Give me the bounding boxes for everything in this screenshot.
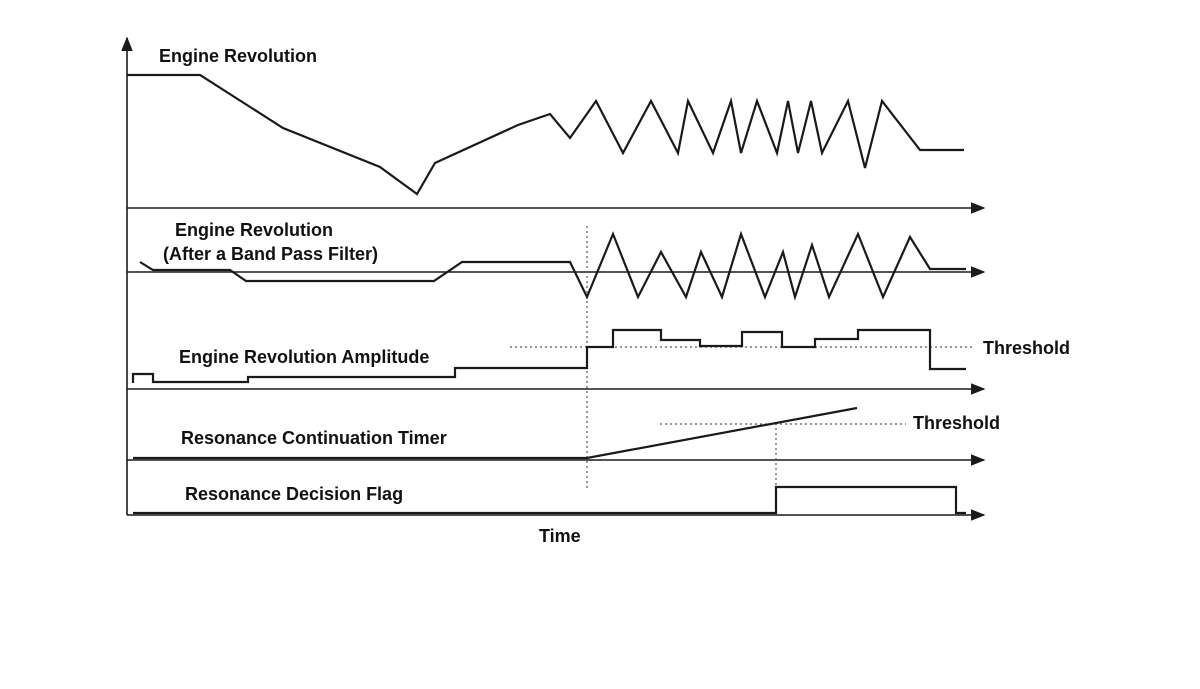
label-amplitude: Engine Revolution Amplitude — [179, 347, 429, 367]
bandpass-trace — [139, 230, 966, 301]
amplitude-trace — [131, 328, 966, 384]
label-bandpass-line1: Engine Revolution — [175, 220, 333, 240]
label-engine-revolution: Engine Revolution — [159, 46, 317, 66]
label-flag: Resonance Decision Flag — [185, 484, 403, 504]
label-bandpass-line2: (After a Band Pass Filter) — [163, 244, 378, 264]
label-amplitude-threshold: Threshold — [983, 338, 1070, 358]
engine-revolution-trace — [127, 73, 964, 196]
label-timer-threshold: Threshold — [913, 413, 1000, 433]
flag-trace — [133, 485, 966, 515]
label-time-axis: Time — [539, 526, 581, 546]
timer-trace — [133, 406, 858, 460]
label-timer: Resonance Continuation Timer — [181, 428, 447, 448]
